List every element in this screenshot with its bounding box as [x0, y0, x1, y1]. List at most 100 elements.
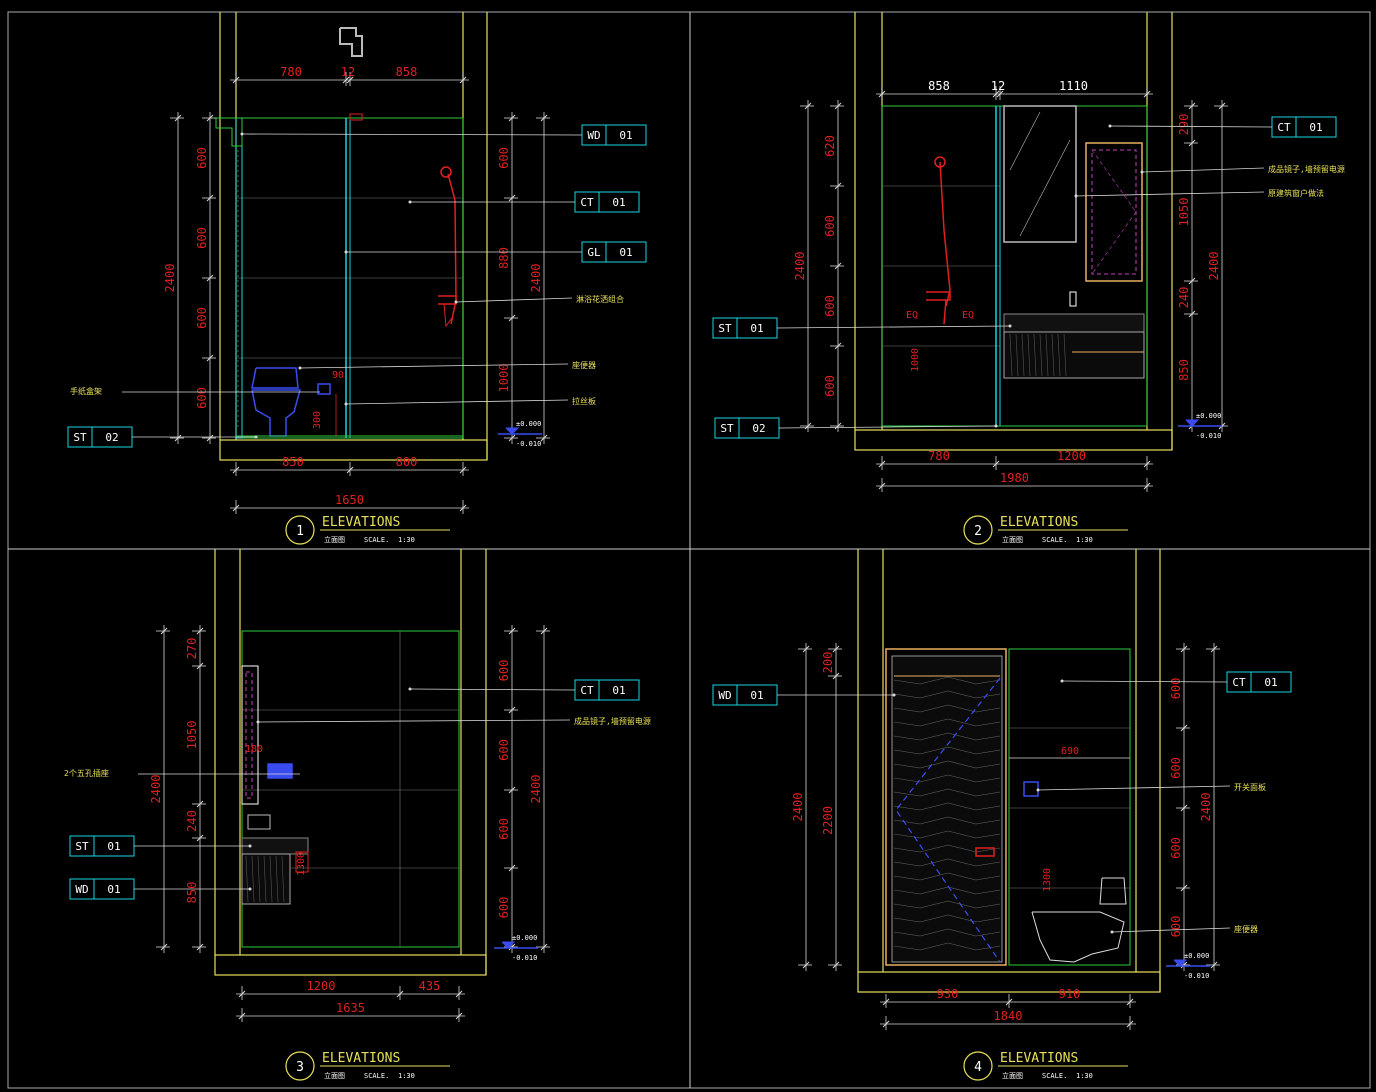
wood-grain-hatch: [893, 830, 1001, 839]
dimension-tick: [992, 90, 1000, 98]
dimension-tick: [160, 627, 168, 635]
title-text: ELEVATIONS: [1000, 1051, 1078, 1066]
leader-dot: [254, 435, 258, 439]
toilet-tank: [251, 367, 299, 389]
dimension-total-label: 2400: [791, 793, 805, 822]
shower-spout: [943, 299, 947, 325]
level-marker: [1173, 959, 1188, 967]
wood-grain-hatch: [893, 732, 1001, 741]
dimension-label: 850: [185, 882, 199, 904]
dimension-tick: [832, 672, 840, 680]
title-number: 4: [974, 1060, 982, 1075]
leader-dot: [1108, 124, 1112, 128]
dimension-tick: [878, 90, 886, 98]
ceiling-trim: [215, 117, 243, 147]
level-label: -0.010: [512, 954, 537, 962]
dimension-total-label: 2400: [149, 775, 163, 804]
wood-grain-hatch: [1033, 333, 1037, 377]
dimension-tick: [540, 434, 548, 442]
dimension-tick: [196, 627, 204, 635]
title-number: 3: [296, 1060, 304, 1075]
dimension-label: 780: [928, 449, 950, 463]
leader-dot: [1074, 194, 1078, 198]
dimension-tick: [174, 434, 182, 442]
dimension-tick: [1180, 884, 1188, 892]
dimension-total-label: 2400: [793, 252, 807, 281]
dimension-tick: [232, 76, 240, 84]
toilet-tank: [1099, 877, 1127, 905]
dimension-label: 2200: [821, 806, 835, 835]
wood-grain-hatch: [1027, 333, 1031, 377]
material-tag-leader: [409, 688, 576, 691]
mirror-hatch: [1091, 211, 1137, 275]
material-tag-code: ST: [720, 422, 734, 435]
dimension-tick: [508, 706, 516, 714]
window-frame: [1003, 105, 1077, 243]
material-tag-code: ST: [73, 431, 87, 444]
dimension-label: 850: [282, 455, 304, 469]
note-label: 原建筑窗户做法: [1268, 188, 1324, 198]
level-label: -0.010: [516, 440, 541, 448]
wood-grain-hatch: [251, 855, 255, 903]
leader-dot: [248, 844, 252, 848]
shower-head: [440, 166, 452, 178]
sheet-border: [7, 11, 1371, 1089]
level-label: ±0.000: [516, 420, 541, 428]
dimension-label: 600: [1169, 678, 1183, 700]
dimension-tick: [1180, 961, 1188, 969]
dimension-label: 600: [1169, 916, 1183, 938]
wood-grain-hatch: [893, 872, 1001, 881]
scale-value: 1:30: [398, 536, 415, 544]
dimension-tick: [1188, 277, 1196, 285]
material-tag-leader: [778, 425, 997, 429]
mirror-hatch: [1091, 149, 1137, 213]
wood-grain-hatch: [1009, 333, 1013, 377]
material-tag-leader: [1061, 680, 1228, 683]
dimension-tick: [508, 943, 516, 951]
floor-slab: [219, 439, 488, 461]
dimension-tick: [342, 76, 350, 84]
dimension-tick: [540, 943, 548, 951]
dimension-tick: [802, 961, 810, 969]
title-text: ELEVATIONS: [322, 515, 400, 530]
dimension-tick: [508, 314, 516, 322]
material-tag-code: CT: [580, 684, 594, 697]
dimension-tick: [1126, 1020, 1134, 1028]
dimension-tick: [459, 76, 467, 84]
dimension-tick: [996, 90, 1004, 98]
dimension-total-label: 2400: [529, 775, 543, 804]
title-number-circle: [963, 1051, 993, 1081]
material-tag-code: ST: [718, 322, 732, 335]
wood-grain-hatch: [1045, 333, 1049, 377]
dimension-tick: [1180, 724, 1188, 732]
dimension-tick: [508, 434, 516, 442]
level-label: -0.010: [1196, 432, 1221, 440]
shower-mixer: [926, 291, 951, 301]
level-label: ±0.000: [1196, 412, 1221, 420]
note-leader: [1037, 785, 1231, 791]
leader-dot: [344, 250, 348, 254]
scale-label: SCALE.: [364, 1072, 389, 1080]
dimension-tick: [160, 943, 168, 951]
shower-head: [934, 156, 946, 168]
dimension-tick: [196, 800, 204, 808]
dimension-tick: [1143, 90, 1151, 98]
dimension-tick: [1188, 310, 1196, 318]
title-subtitle: 立面图: [324, 535, 345, 544]
shower-spout: [443, 303, 453, 328]
dimension-tick: [802, 645, 810, 653]
dimension-label: 600: [195, 307, 209, 329]
dimension-tick: [396, 990, 404, 998]
material-tag-number: 01: [619, 129, 632, 142]
material-tag-number: 01: [1264, 676, 1277, 689]
material-tag-number: 01: [612, 684, 625, 697]
faucet-side: [247, 814, 271, 830]
door-handle: [975, 847, 995, 857]
leader-dot: [240, 132, 244, 136]
wood-grain-hatch: [245, 855, 249, 903]
dimension-total-label: 2400: [1199, 793, 1213, 822]
dimension-tick: [834, 422, 842, 430]
door-leaf: [891, 655, 1003, 963]
material-tag-code: WD: [75, 883, 88, 896]
dimension-label: 850: [1177, 359, 1191, 381]
